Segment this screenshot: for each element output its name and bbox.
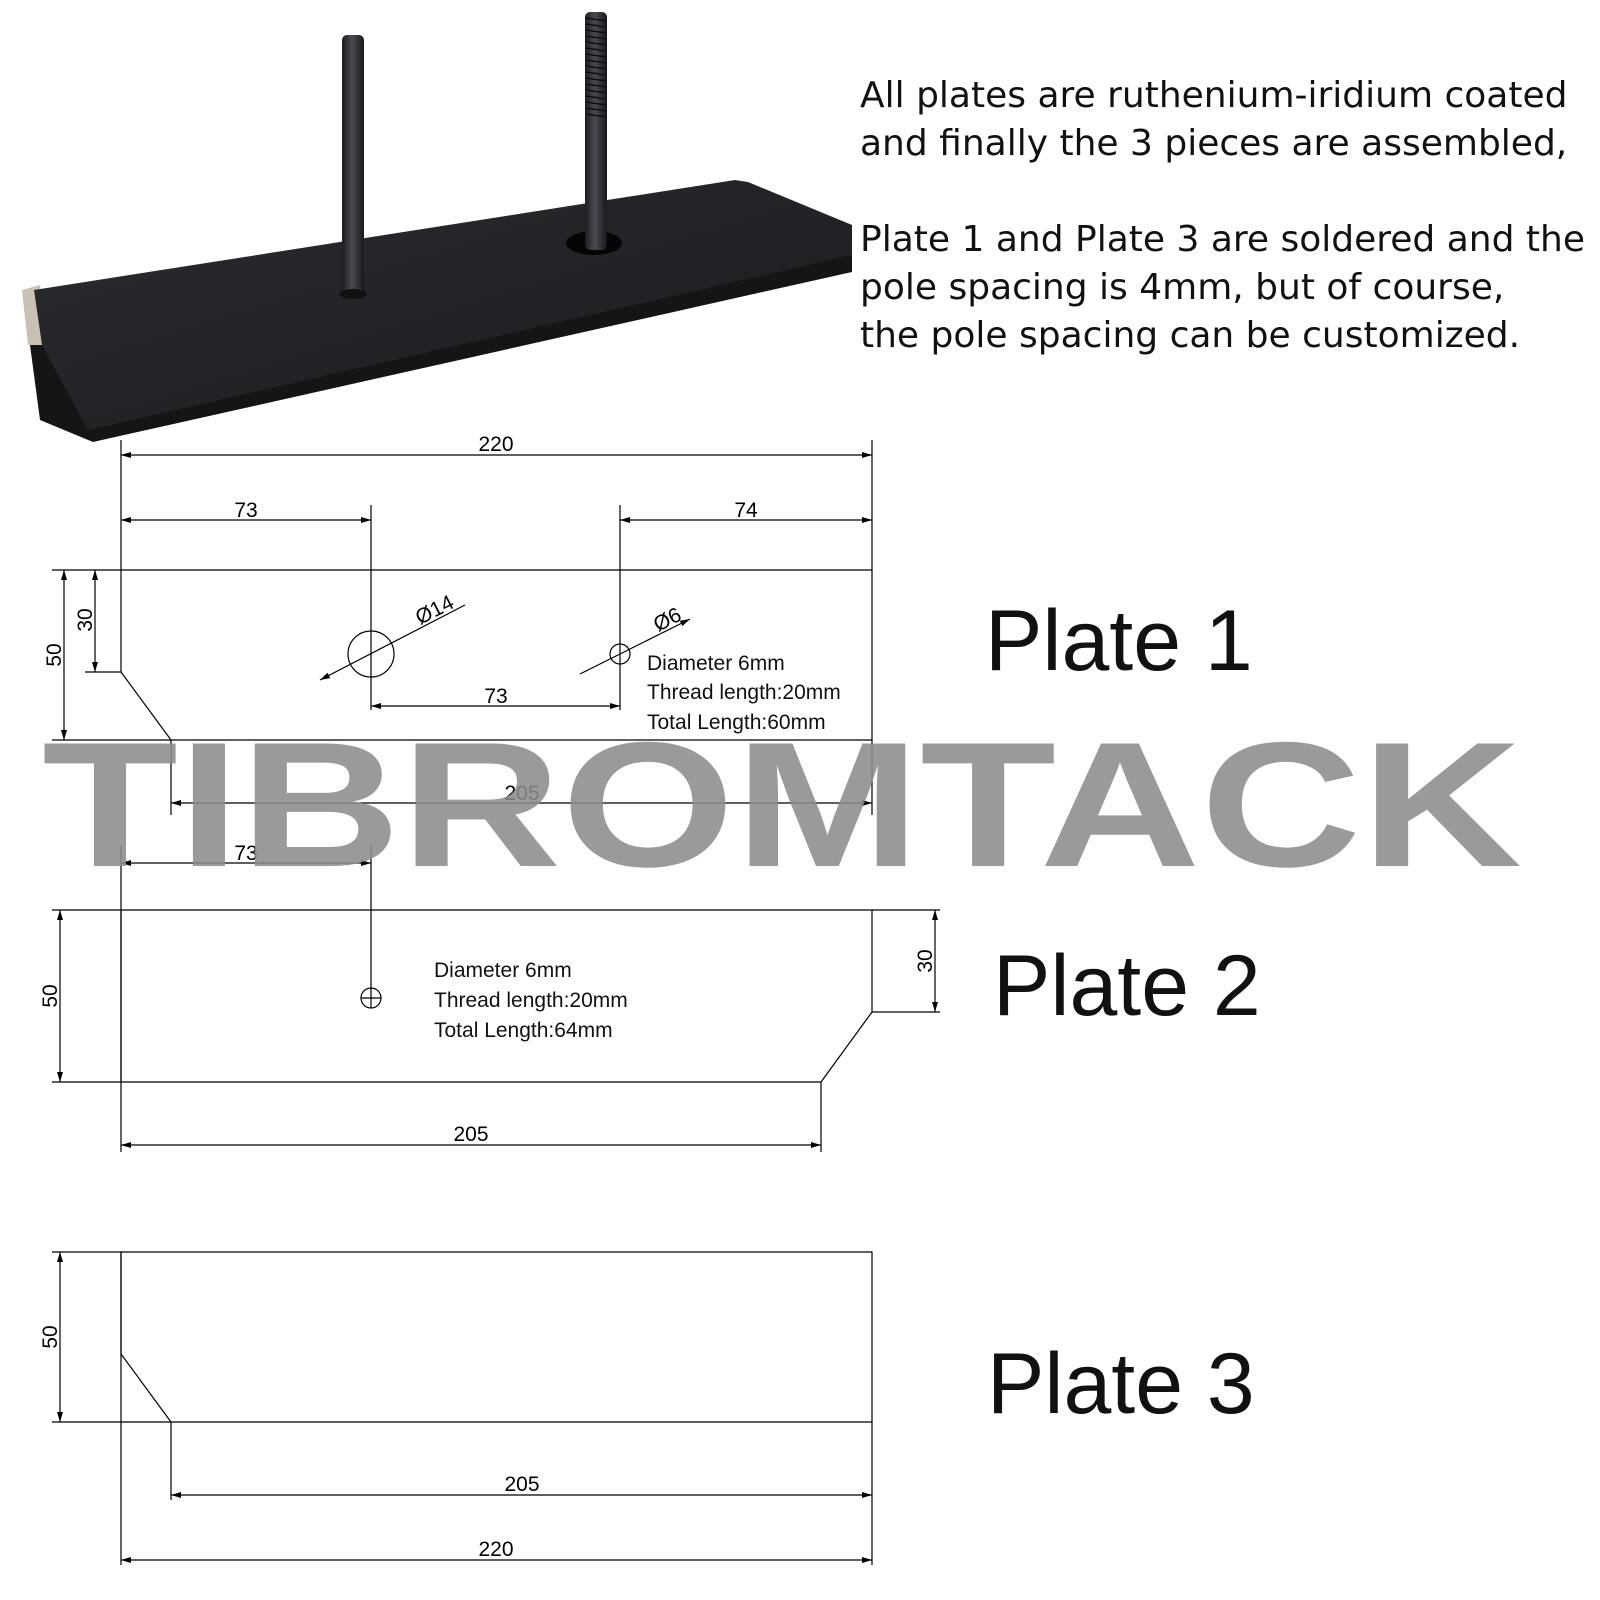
- right-pole: [585, 12, 607, 250]
- plate-1-dim-height: 50: [43, 643, 66, 666]
- plate-1-dim-total-length: 220: [478, 433, 513, 456]
- plate-2-dim-bottom-length: 205: [453, 1123, 488, 1146]
- plate-1-dim-left-offset: 73: [234, 499, 257, 522]
- plate-1-note-line-3: Total Length:60mm: [647, 711, 826, 734]
- plate-2-dim-left-offset: 73: [234, 842, 257, 865]
- product-photo: [22, 12, 852, 442]
- plate-1-title: Plate 1: [985, 593, 1253, 689]
- plate-1-dim-cut-height: 30: [74, 608, 97, 631]
- plate-3-dim-height: 50: [39, 1325, 62, 1348]
- plate-2-title: Plate 2: [993, 938, 1261, 1034]
- plate-top-face: [34, 180, 852, 430]
- plate-3-title: Plate 3: [987, 1336, 1255, 1432]
- plate-3-drawing: [52, 1251, 873, 1565]
- plate-1-note-line-2: Thread length:20mm: [647, 681, 841, 704]
- description-paragraph-1: All plates are ruthenium-iridium coated …: [860, 75, 1568, 164]
- plate-3-dim-total-length: 220: [478, 1538, 513, 1561]
- plate-1-drawing: [52, 440, 873, 815]
- description: All plates are ruthenium-iridium coated …: [860, 72, 1595, 360]
- plate-1-dim-small-hole: Ø6: [650, 603, 685, 636]
- plate-2-note-line-3: Total Length:64mm: [434, 1019, 613, 1042]
- plate-2-dim-height: 50: [39, 984, 62, 1007]
- plate-2-dim-cut-height: 30: [914, 949, 937, 972]
- plate-2-drawing: [52, 845, 940, 1152]
- plate-1-dim-large-hole: Ø14: [412, 591, 458, 630]
- description-paragraph-2: Plate 1 and Plate 3 are soldered and the…: [860, 219, 1585, 356]
- left-pole: [339, 35, 367, 299]
- plate-1-dim-bottom-length: 205: [504, 782, 539, 805]
- plate-2-note-line-1: Diameter 6mm: [434, 959, 572, 982]
- plate-2-note-line-2: Thread length:20mm: [434, 989, 628, 1012]
- plate-1-dim-right-offset: 74: [734, 499, 758, 522]
- watermark: TIBROMTACK: [42, 705, 1522, 904]
- plate-1-note-line-1: Diameter 6mm: [647, 652, 785, 675]
- plate-3-dim-bottom-length: 205: [504, 1473, 539, 1496]
- plate-1-dim-hole-spacing: 73: [484, 685, 507, 708]
